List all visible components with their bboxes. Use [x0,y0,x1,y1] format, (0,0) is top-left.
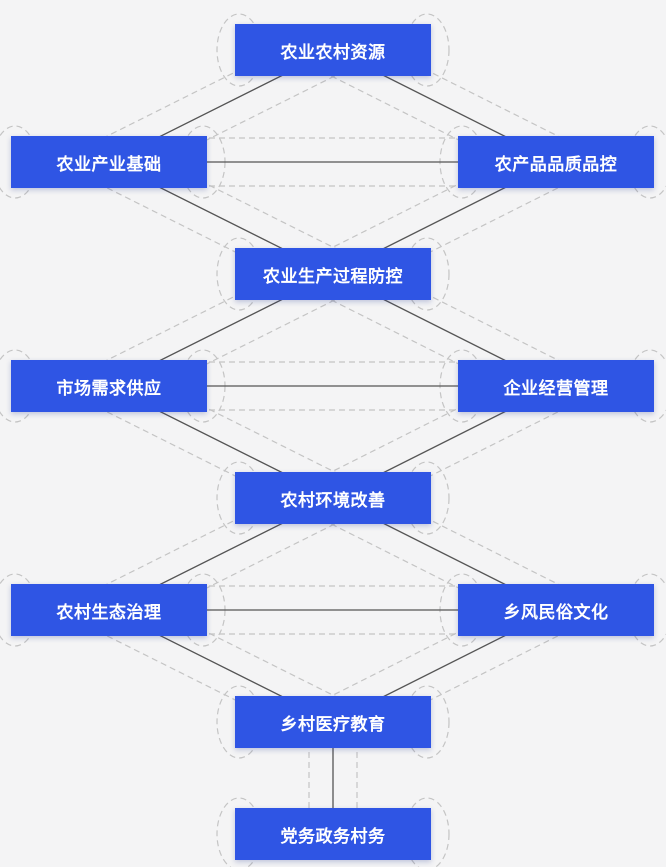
node-ecology-governance[interactable]: 农村生态治理 [11,584,207,636]
dashed-guide-n7-n8-0 [119,518,345,633]
node-product-quality[interactable]: 农产品品质品控 [458,136,654,188]
dashed-guide-n6-n7-0 [343,406,568,520]
dashed-guide-n7-n9-1 [321,518,546,632]
node-environment-improvement[interactable]: 农村环境改善 [235,472,431,524]
dashed-guide-n4-n6-1 [321,294,546,408]
node-market-supply[interactable]: 市场需求供应 [11,360,207,412]
node-production-control[interactable]: 农业生产过程防控 [235,248,431,300]
dashed-guide-n8-n10-1 [97,630,323,745]
dashed-guide-n1-n3-1 [321,70,546,184]
node-business-management[interactable]: 企业经营管理 [458,360,654,412]
dashed-guide-n9-n10-0 [343,630,568,744]
dashed-guide-n1-n2-0 [119,70,345,185]
dashed-guide-n5-n7-1 [97,406,323,521]
dashed-guide-n3-n4-0 [343,182,568,296]
node-medical-education[interactable]: 乡村医疗教育 [235,696,431,748]
node-party-village-affairs[interactable]: 党务政务村务 [235,808,431,860]
node-industry-foundation[interactable]: 农业产业基础 [11,136,207,188]
node-agricultural-resources[interactable]: 农业农村资源 [235,24,431,76]
dashed-guide-n4-n5-0 [119,294,345,409]
dashed-guide-n2-n4-1 [97,182,323,297]
node-folk-culture[interactable]: 乡风民俗文化 [458,584,654,636]
